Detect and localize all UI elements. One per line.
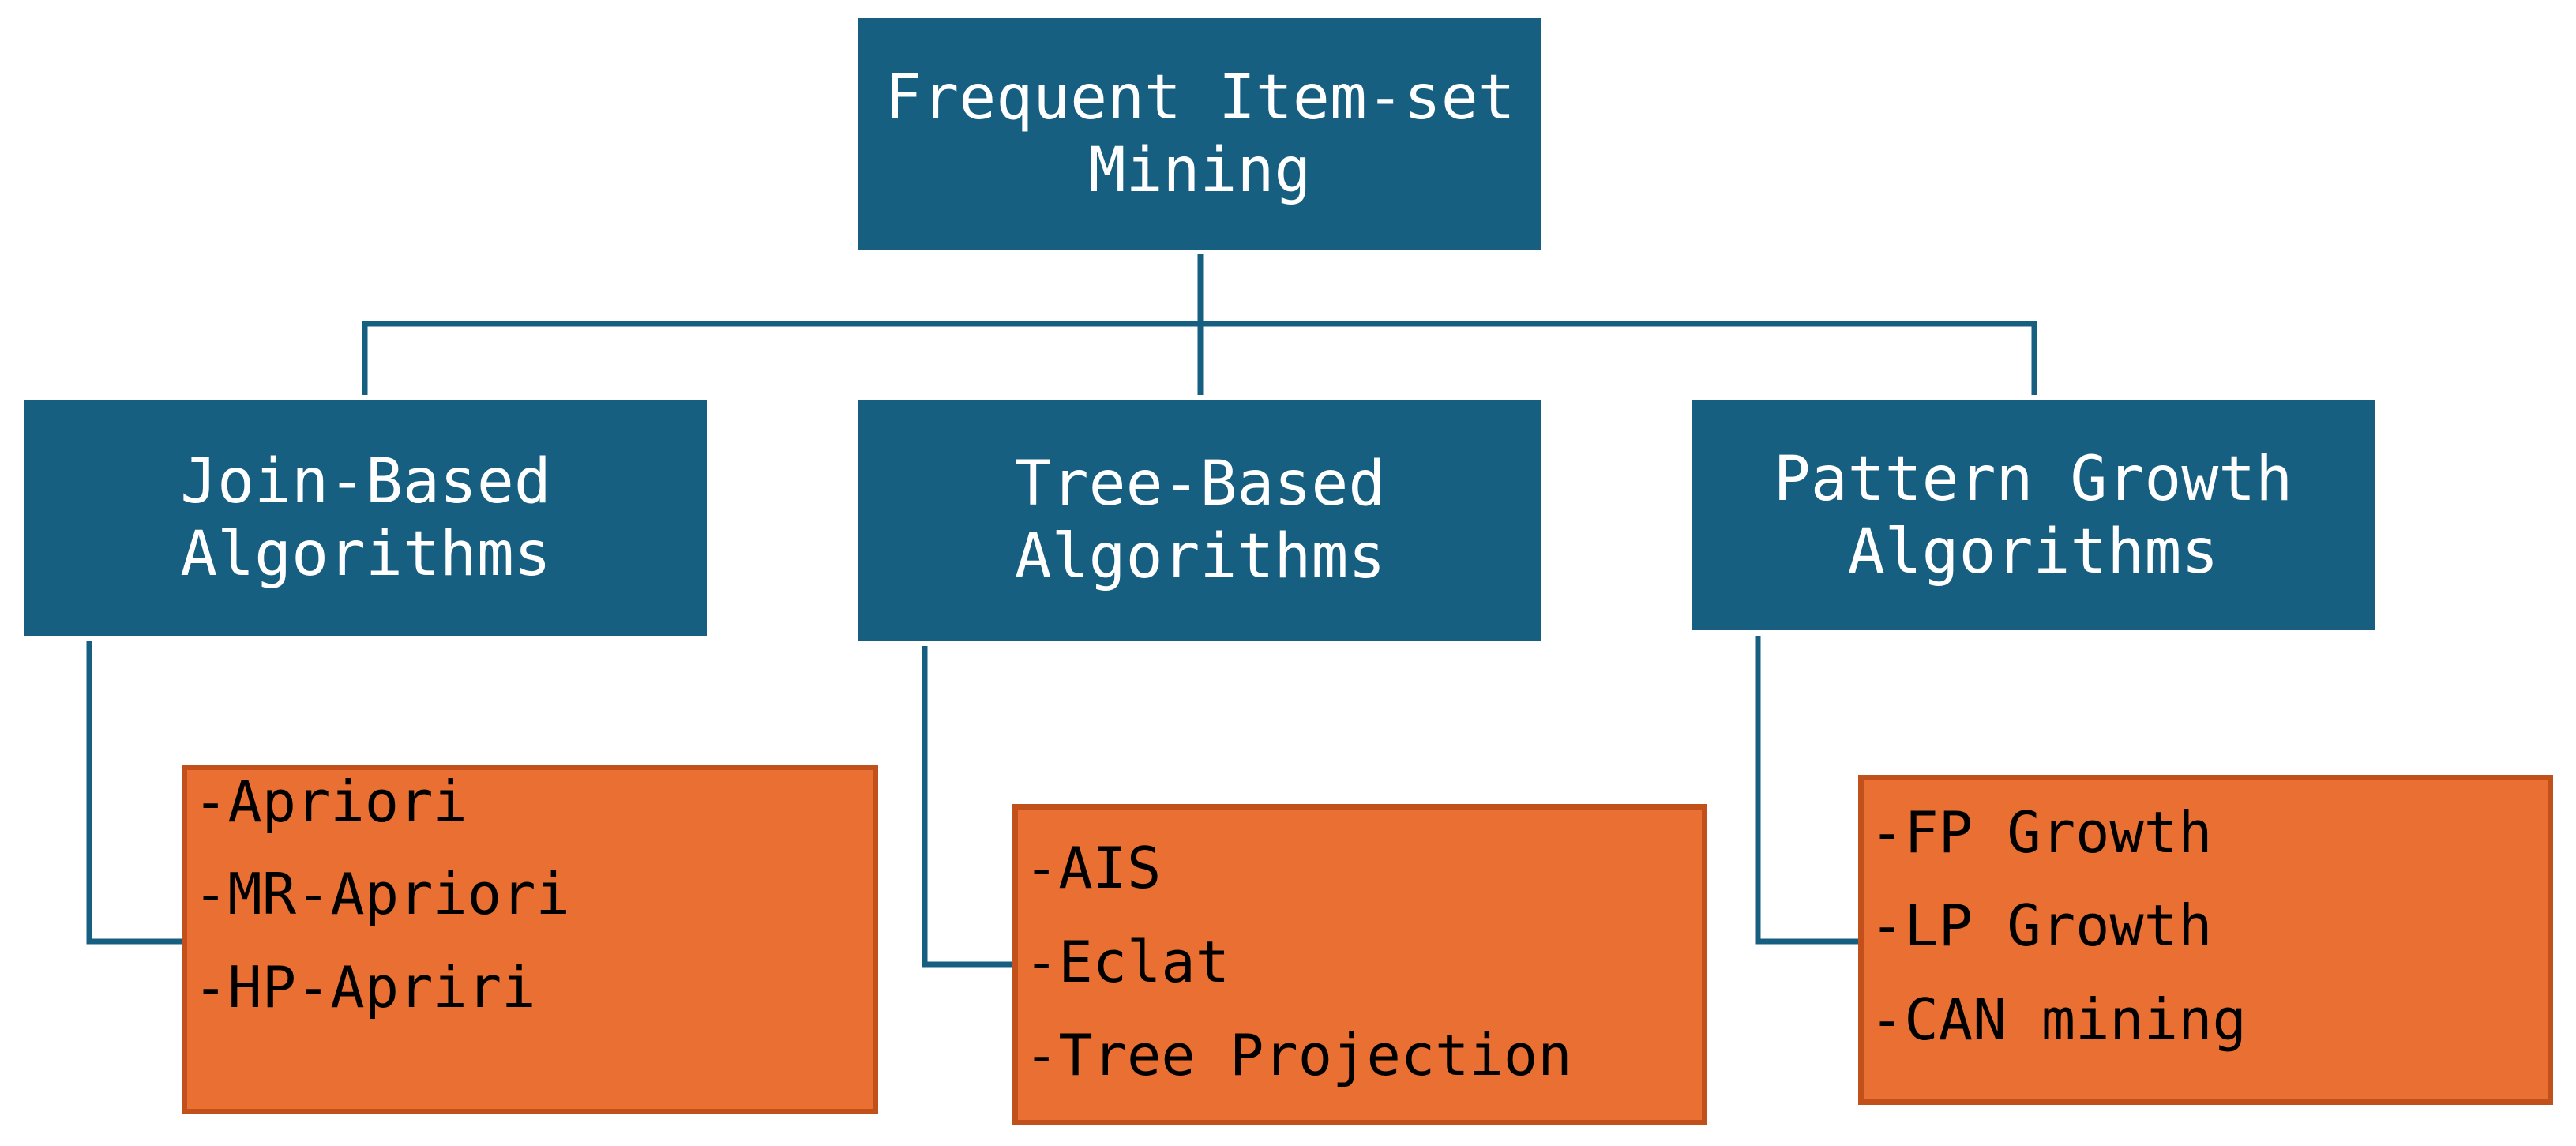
tree-based-items: -AIS -Eclat -Tree Projection [1012, 804, 1707, 1125]
category-label-line1: Pattern Growth [1773, 443, 2293, 515]
category-pattern-growth: Pattern Growth Algorithms [1692, 400, 2375, 630]
list-item: -HP-Apriri [193, 954, 536, 1020]
list-item: -CAN mining [1870, 986, 2247, 1053]
list-item: -Tree Projection [1024, 1022, 1572, 1088]
category-tree-based: Tree-Based Algorithms [858, 400, 1541, 641]
pattern-items-connector [1755, 636, 1861, 945]
category-label-line1: Tree-Based [1014, 449, 1386, 520]
root-node-line1: Frequent Item-set [884, 62, 1515, 133]
root-node: Frequent Item-set Mining [858, 18, 1541, 250]
tree-items-connector [922, 646, 1014, 968]
list-item: -LP Growth [1870, 892, 2213, 959]
branch-connector [362, 321, 2037, 395]
join-based-items: -Apriori -MR-Apriori -HP-Apriri [182, 765, 878, 1114]
list-item: -MR-Apriori [193, 861, 570, 927]
join-items-connector [86, 641, 185, 945]
list-item: -Apriori [193, 768, 468, 835]
root-node-line2: Mining [1088, 134, 1312, 206]
list-item: -FP Growth [1870, 799, 2213, 866]
category-label-line2: Algorithms [1847, 516, 2219, 588]
category-label-line2: Algorithms [1014, 521, 1386, 592]
category-label-line2: Algorithms [180, 519, 551, 590]
category-join-based: Join-Based Algorithms [24, 400, 707, 636]
pattern-growth-items: -FP Growth -LP Growth -CAN mining [1858, 775, 2553, 1105]
list-item: -Eclat [1024, 929, 1230, 995]
list-item: -AIS [1024, 835, 1162, 901]
category-label-line1: Join-Based [180, 446, 551, 517]
